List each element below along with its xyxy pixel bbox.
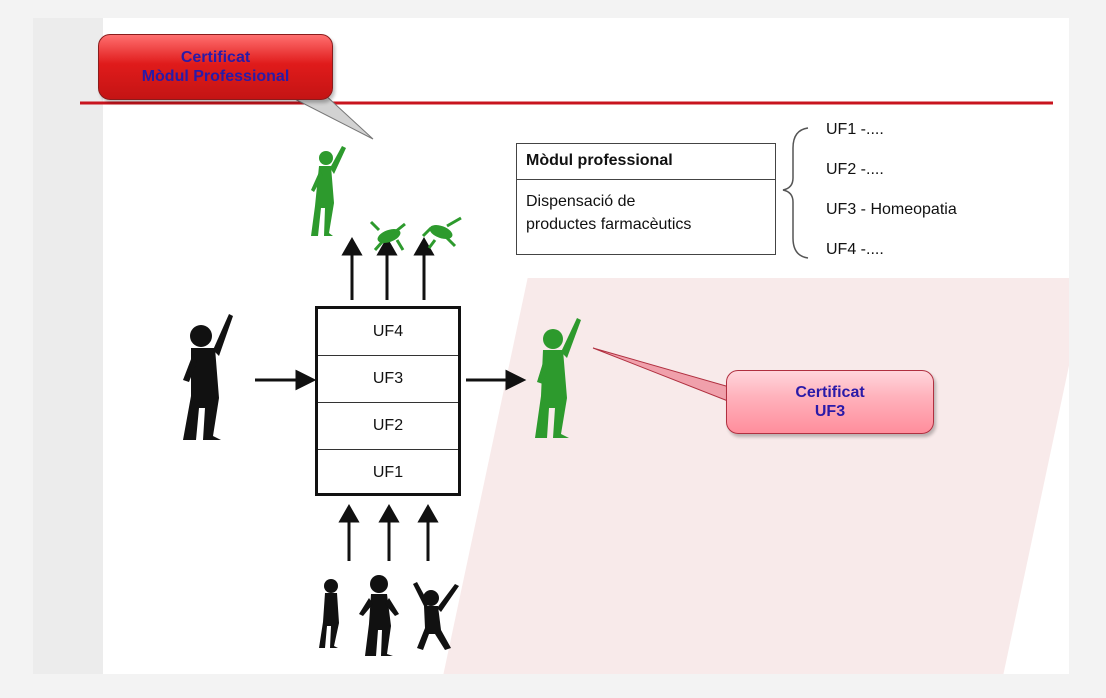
watermark-band <box>33 18 103 674</box>
uf-stack-cell: UF4 <box>318 309 458 356</box>
green-figure-right <box>535 318 581 438</box>
uf-list: UF1 -.... UF2 -.... UF3 - Homeopatia UF4… <box>826 118 957 278</box>
brace <box>782 127 809 259</box>
callout-uf3-tail <box>592 347 734 404</box>
black-figures-bottom <box>319 575 459 656</box>
callout-uf3-line-2: UF3 <box>814 403 846 420</box>
module-table: Mòdul professional Dispensació de produc… <box>516 143 776 255</box>
module-table-body: Dispensació de productes farmacèutics <box>517 180 775 246</box>
input-arrows <box>338 503 439 561</box>
uf-stack-cell: UF2 <box>318 403 458 450</box>
diagram-graphics <box>80 92 1053 656</box>
uf-stack: UF4 UF3 UF2 UF1 <box>315 306 461 496</box>
flow-arrows <box>255 369 527 391</box>
output-arrows <box>341 236 435 300</box>
uf-list-item: UF2 -.... <box>826 161 884 178</box>
uf-list-item: UF1 -.... <box>826 121 884 138</box>
callout-module-line-2: Mòdul Professional <box>141 68 290 85</box>
slide: Certificat Mòdul Professional Mòdul prof… <box>33 18 1069 674</box>
uf-list-item: UF3 - Homeopatia <box>826 201 957 218</box>
uf-list-item: UF4 -.... <box>826 241 884 258</box>
black-figure-left <box>183 314 233 440</box>
uf-stack-cell: UF3 <box>318 356 458 403</box>
module-table-line-1: Dispensació de <box>526 193 636 210</box>
uf-stack-cell: UF1 <box>372 464 404 481</box>
module-table-header: Mòdul professional <box>517 144 775 180</box>
green-figure-top <box>311 146 346 236</box>
callout-module-certificate: Certificat Mòdul Professional <box>98 34 333 100</box>
green-figures-small <box>369 216 462 251</box>
callout-uf3-certificate: Certificat UF3 <box>726 370 934 434</box>
callout-module-line-1: Certificat <box>180 49 251 66</box>
module-table-line-2: productes farmacèutics <box>526 216 692 233</box>
callout-uf3-line-1: Certificat <box>795 384 865 401</box>
